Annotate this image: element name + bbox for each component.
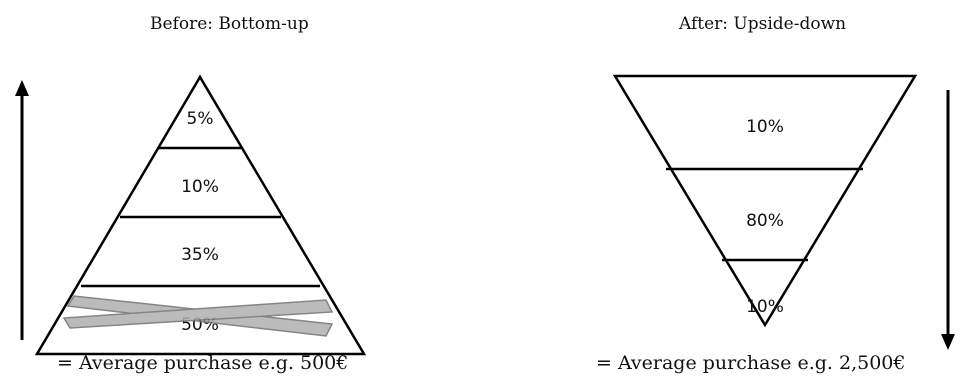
left-segment-label: 35% <box>181 245 219 265</box>
up-arrow-icon <box>15 80 29 340</box>
right-segment-label: 80% <box>746 211 784 231</box>
left-panel-caption: = Average purchase e.g. 500€ <box>57 352 349 374</box>
left-pyramid-outline <box>34 74 367 356</box>
left-panel-title: Before: Bottom-up <box>150 14 309 34</box>
left-segment-label: 5% <box>187 109 214 129</box>
right-pyramid-outline <box>612 74 918 328</box>
right-segment-label: 10% <box>746 297 784 317</box>
right-panel-caption: = Average purchase e.g. 2,500€ <box>596 352 906 374</box>
left-segment-label: 10% <box>181 177 219 197</box>
down-arrow-icon <box>941 90 955 350</box>
right-segment-label: 10% <box>746 117 784 137</box>
right-panel-title: After: Upside-down <box>679 14 847 34</box>
cross-out-icon <box>62 295 334 337</box>
